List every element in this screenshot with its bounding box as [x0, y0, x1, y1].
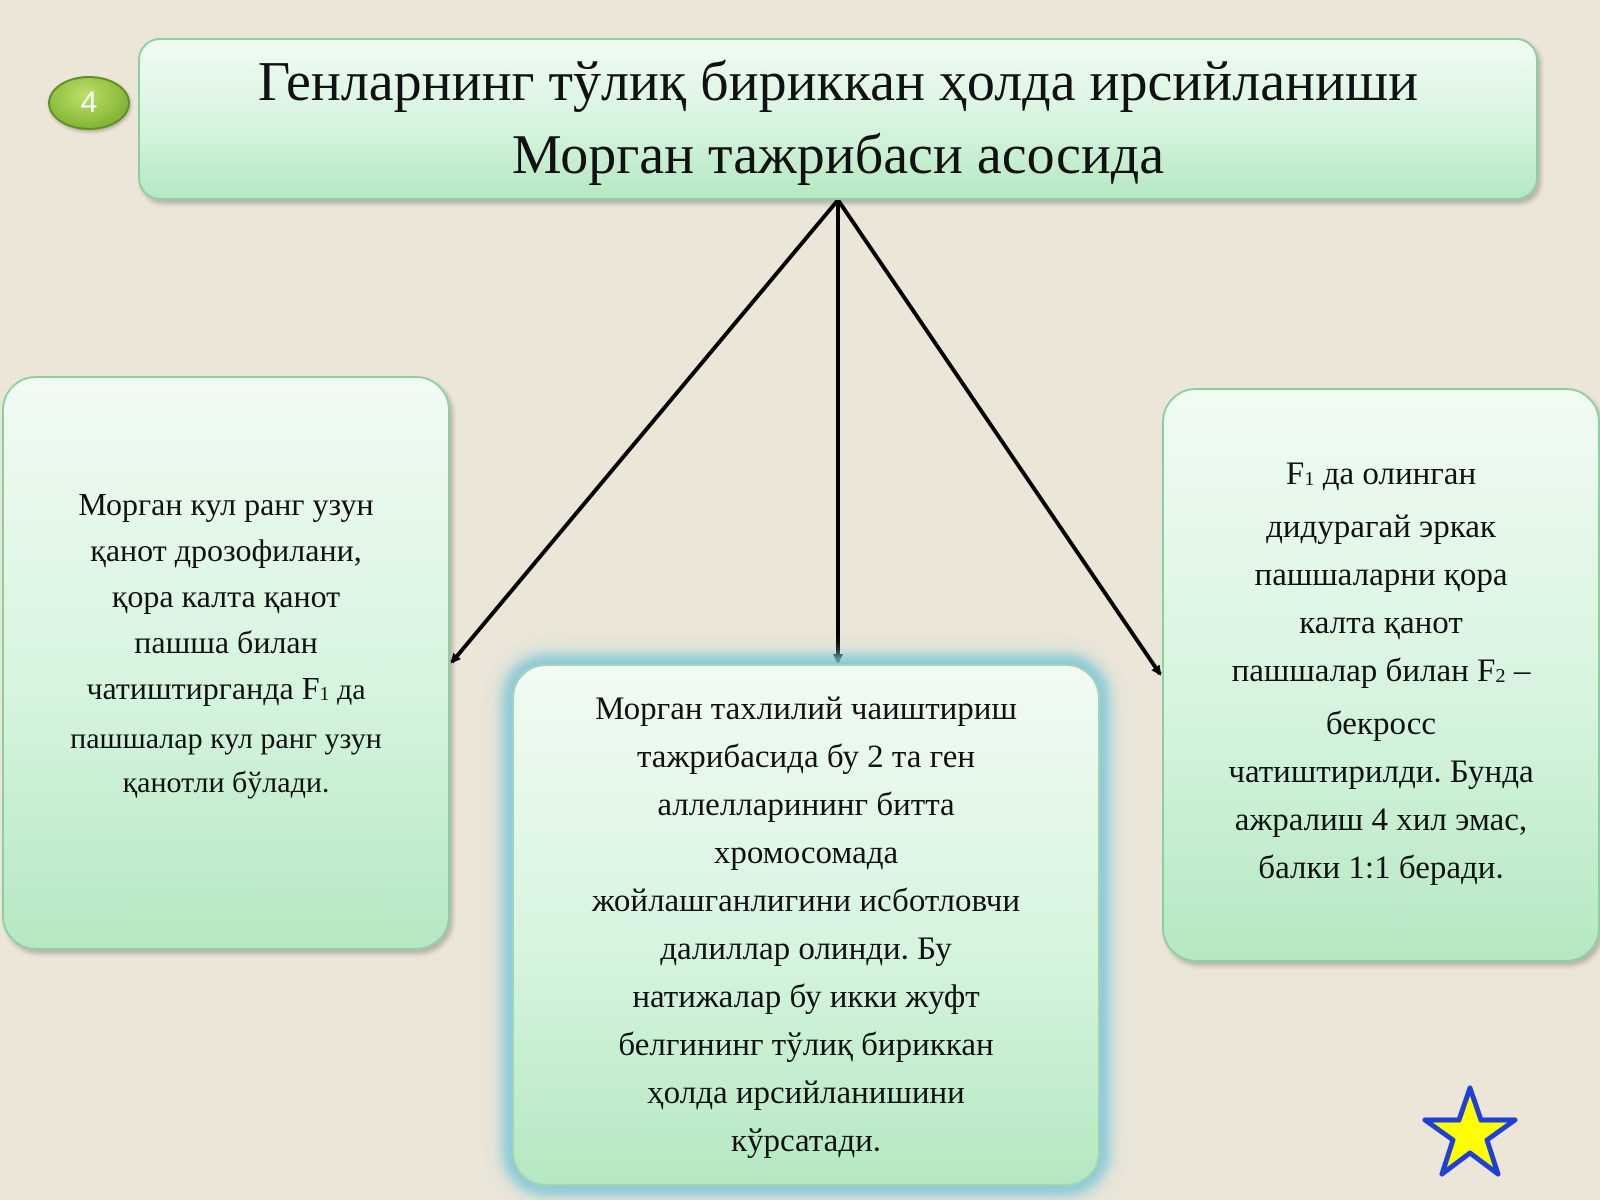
left-box-text: Морган кул ранг узун қанот дрозофилани, … — [70, 481, 382, 805]
center-line-4: хромосомада — [713, 835, 899, 871]
right-line-1: F1 да олинган — [1228, 450, 1533, 503]
arrow-to-left-box — [450, 198, 840, 664]
left-line-6: пашшалар кул ранг узун — [70, 721, 382, 755]
right-line-1-post: да олинган — [1314, 455, 1477, 492]
center-line-9: ҳолда ирсийланишини — [647, 1075, 965, 1111]
right-line-7: чатиштирилди. Бунда — [1228, 754, 1534, 791]
left-box: Морган кул ранг узун қанот дрозофилани, … — [2, 376, 450, 950]
right-line-4: калта қанот — [1299, 605, 1463, 641]
left-line-5-sub: 1 — [319, 682, 330, 705]
star-icon[interactable] — [1422, 1084, 1518, 1180]
right-line-5-post: – — [1505, 653, 1531, 689]
right-box: F1 да олинган дидурагай эркак пашшаларни… — [1162, 388, 1600, 962]
center-line-5: жойлашганлигини исботловчи — [591, 883, 1021, 919]
right-line-8: ажралиш 4 хил эмас, — [1234, 802, 1528, 839]
title-line-2: Морган тажрибаси асосида — [511, 124, 1165, 186]
center-line-6: далиллар олинди. Бу — [660, 931, 952, 967]
left-line-5-pre: чатиштирганда F — [86, 670, 320, 706]
right-box-text: F1 да олинган дидурагай эркак пашшаларни… — [1228, 450, 1533, 892]
right-line-5-pre: пашшалар билан F — [1231, 653, 1496, 689]
right-line-9: балки 1:1 беради. — [1258, 850, 1504, 887]
left-line-3: қора калта қанот — [111, 578, 341, 614]
left-line-7: қанотли бўлади. — [122, 765, 330, 799]
right-line-5: пашшалар билан F2 – — [1228, 647, 1533, 700]
arrow-to-right-box — [836, 198, 1162, 676]
left-line-5-post: да — [329, 673, 366, 706]
right-line-6: бекросс — [1325, 706, 1437, 743]
center-line-8: белгининг тўлиқ бириккан — [618, 1027, 994, 1063]
center-box: Морган тахлилий чаиштириш тажрибасида бу… — [512, 664, 1100, 1186]
right-line-1-pre: F — [1285, 455, 1305, 492]
right-line-5-sub: 2 — [1495, 665, 1506, 688]
right-line-3: пашшаларни қора — [1254, 557, 1508, 593]
center-line-1: Морган тахлилий чаиштириш — [595, 691, 1017, 727]
center-line-2: тажрибасида бу 2 та ген — [636, 739, 976, 775]
center-line-7: натижалар бу икки жуфт — [632, 979, 980, 1015]
center-line-10: кўрсатади. — [730, 1123, 882, 1159]
slide-number-badge: 4 — [48, 76, 130, 130]
left-line-1: Морган кул ранг узун — [78, 486, 374, 522]
left-line-5: чатиштирганда F1 да — [70, 665, 382, 717]
center-box-text: Морган тахлилий чаиштириш тажрибасида бу… — [592, 685, 1020, 1165]
title-line-1: Генларнинг тўлиқ бириккан ҳолда ирсийлан… — [257, 51, 1419, 113]
right-line-1-sub: 1 — [1304, 468, 1315, 490]
title-box: Генларнинг тўлиқ бириккан ҳолда ирсийлан… — [138, 38, 1538, 200]
slide-number: 4 — [80, 86, 98, 119]
center-line-3: аллелларининг битта — [657, 787, 955, 823]
left-line-2: қанот дрозофилани, — [90, 532, 362, 568]
left-line-4: пашша билан — [134, 624, 318, 660]
right-line-2: дидурагай эркак — [1266, 509, 1496, 545]
